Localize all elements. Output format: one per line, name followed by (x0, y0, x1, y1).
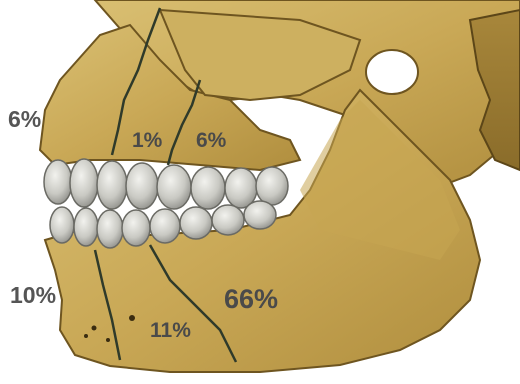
label-upper-mid-percent: 1% (132, 130, 162, 151)
label-lower-mid-percent: 11% (150, 320, 191, 341)
label-upper-left-percent: 6% (8, 108, 41, 131)
ear-opening (366, 50, 418, 94)
label-lower-right-percent: 66% (224, 286, 278, 313)
label-lower-left-percent: 10% (10, 284, 56, 307)
label-upper-right-percent: 6% (196, 130, 226, 151)
